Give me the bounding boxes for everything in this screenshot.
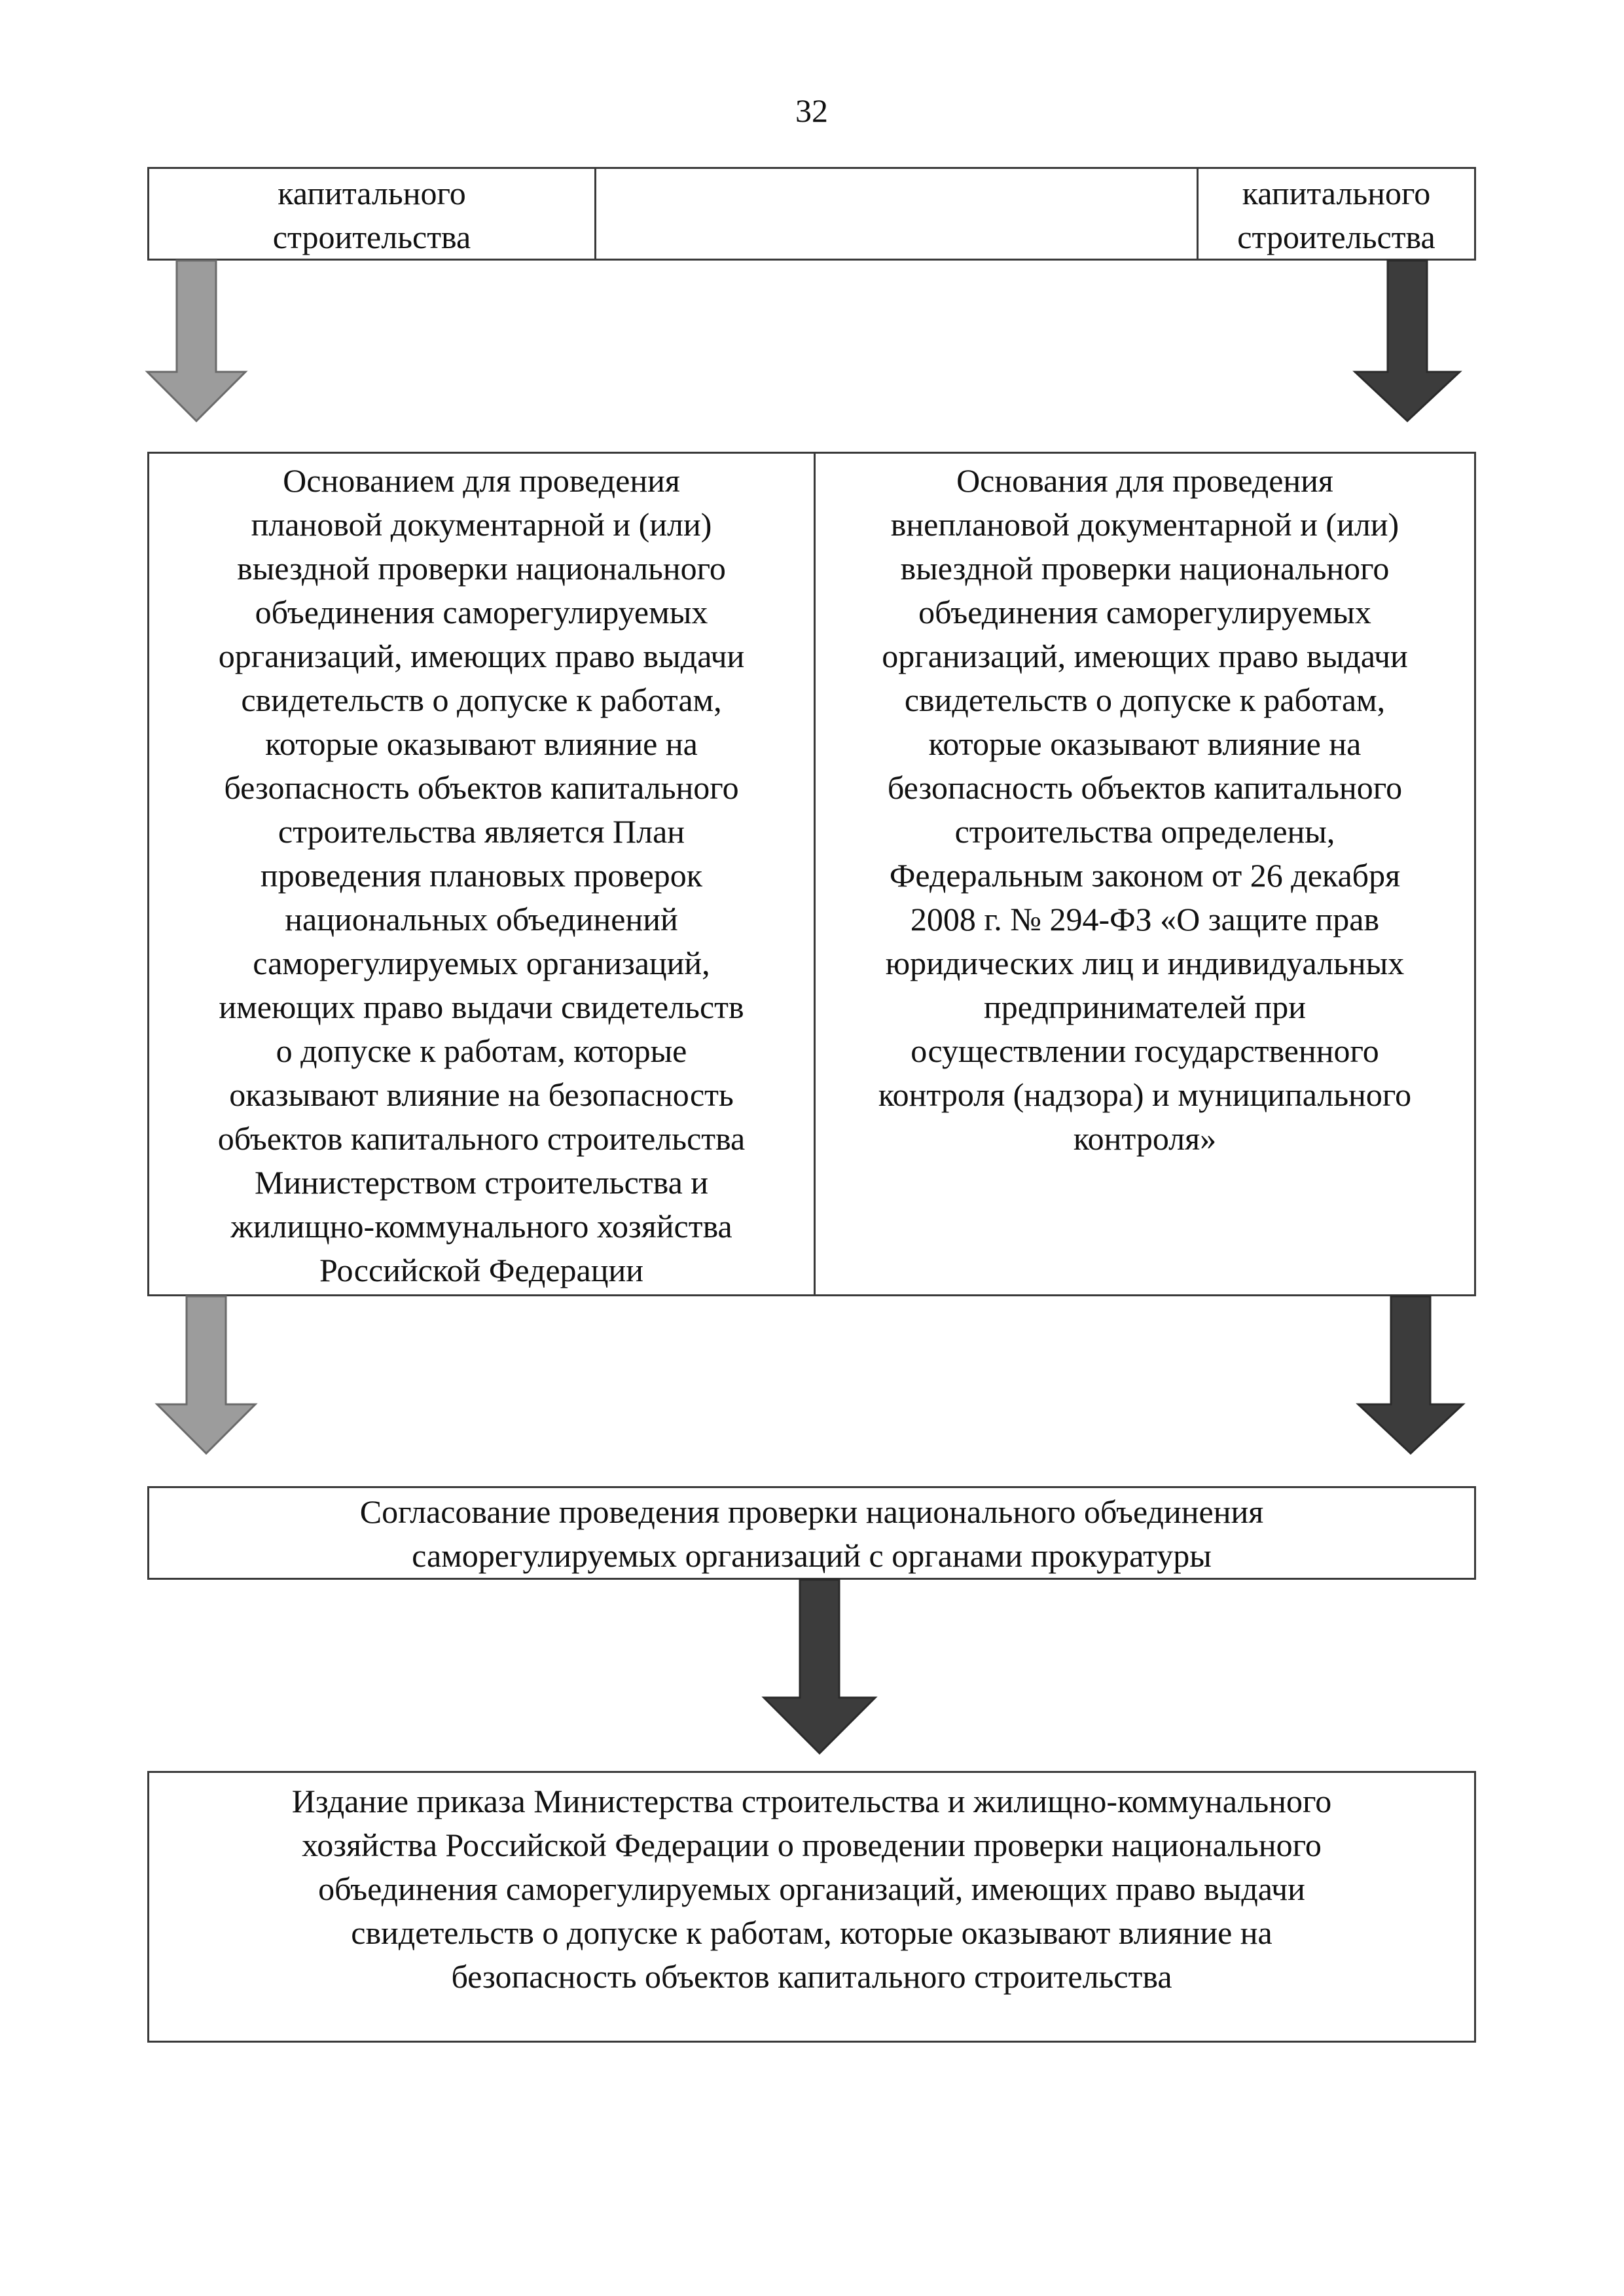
divider [594,169,596,259]
divider [814,454,816,1294]
top-middle-cell [596,169,1197,259]
top-left-cell: капитального строительства [272,175,471,255]
down-arrow-icon [154,1295,258,1455]
planned-basis-text: Основанием для проведения плановой докум… [217,462,746,1288]
ministry-order-text: Издание приказа Министерства строительст… [291,1783,1332,1995]
page-number: 32 [795,92,828,129]
down-arrow-icon [1356,1295,1466,1455]
basis-box: Основанием для проведения плановой докум… [147,452,1476,1296]
down-arrow-icon [145,259,248,423]
divider [1197,169,1199,259]
down-arrow-icon [1352,259,1462,423]
top-right-cell: капитального строительства [1237,175,1435,255]
down-arrow-icon [761,1578,878,1755]
prosecutor-approval-text: Согласование проведения проверки национа… [359,1493,1264,1574]
prosecutor-approval-box: Согласование проведения проверки национа… [147,1486,1476,1580]
ministry-order-box: Издание приказа Министерства строительст… [147,1771,1476,2043]
unplanned-basis-text: Основания для проведения внеплановой док… [878,462,1412,1157]
top-row-box: капитального строительства капитального … [147,167,1476,261]
